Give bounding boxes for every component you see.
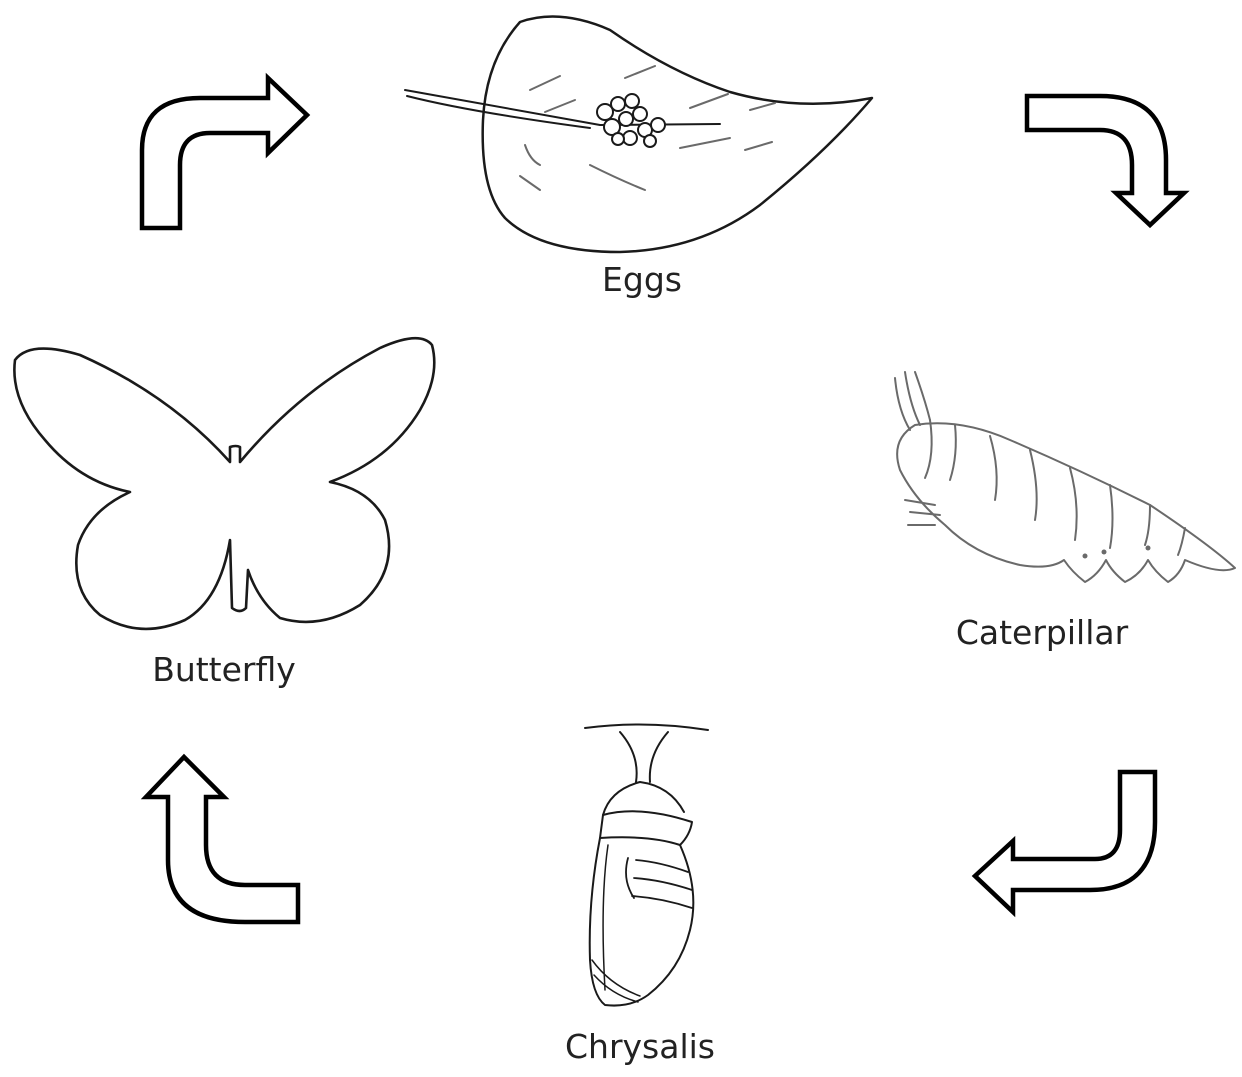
chrysalis-icon <box>585 724 708 1005</box>
arrow-eggs-to-caterpillar <box>1027 96 1184 225</box>
arrow-caterpillar-to-chrysalis <box>975 772 1155 912</box>
stage-label-butterfly: Butterfly <box>152 653 296 686</box>
stage-label-caterpillar: Caterpillar <box>956 616 1128 649</box>
stage-label-chrysalis: Chrysalis <box>565 1030 715 1063</box>
arrow-chrysalis-to-butterfly <box>146 757 298 922</box>
caterpillar-icon <box>895 372 1235 582</box>
arrow-butterfly-to-eggs <box>142 78 307 228</box>
eggs-cluster <box>597 94 665 147</box>
butterfly-icon <box>14 338 434 629</box>
leaf-with-eggs-icon <box>405 17 872 252</box>
stage-label-eggs: Eggs <box>602 263 682 296</box>
